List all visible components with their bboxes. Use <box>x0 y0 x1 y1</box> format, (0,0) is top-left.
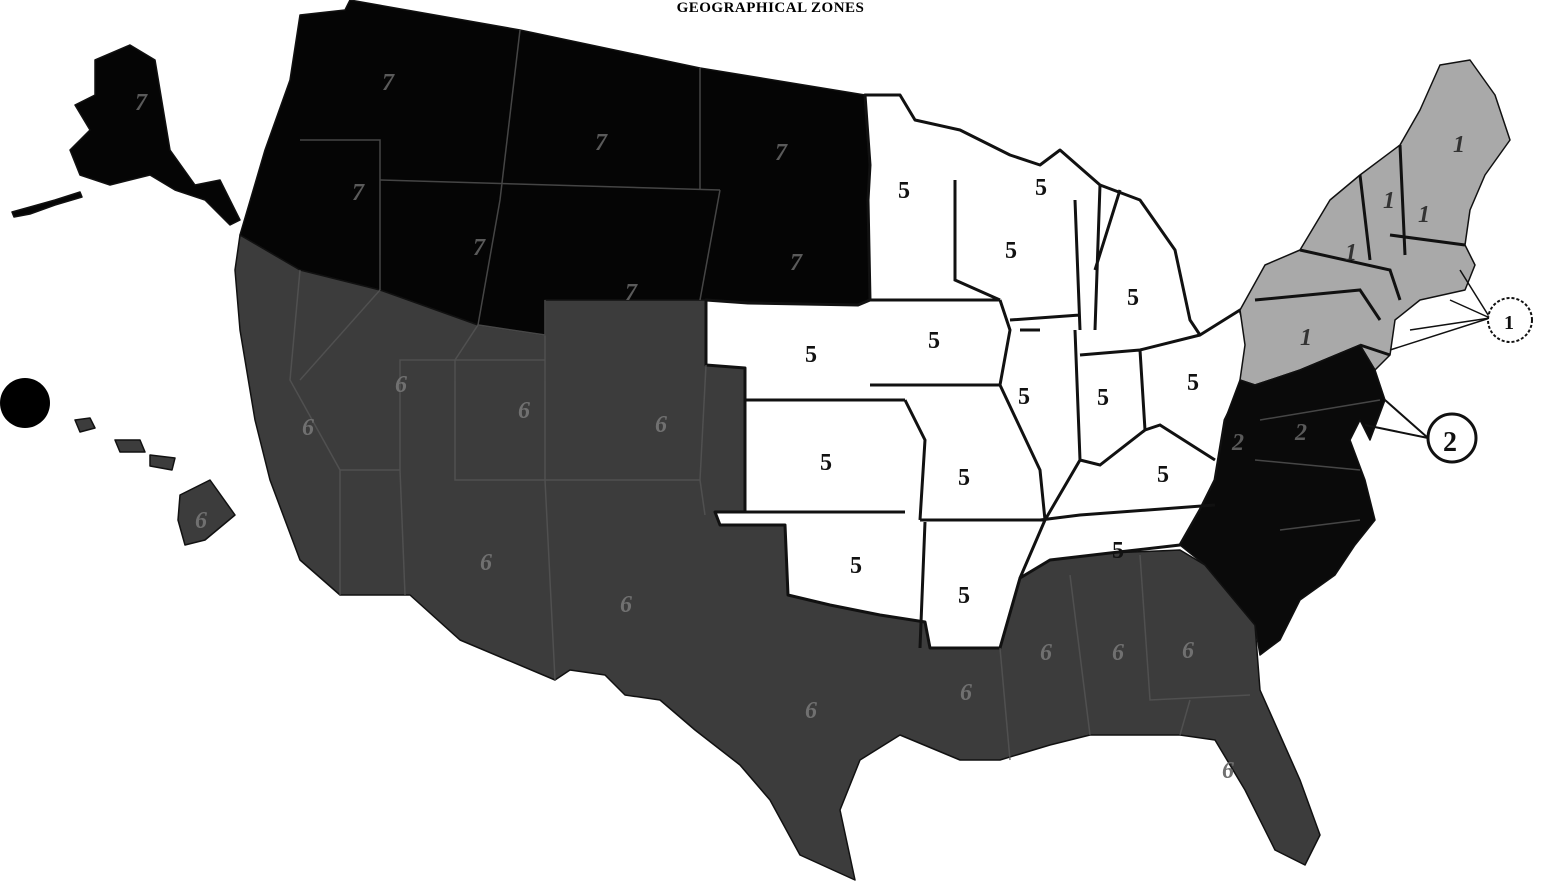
zone-5-label: 5 <box>820 450 832 476</box>
zone-1-callout <box>1389 269 1533 351</box>
zone-1-label: 1 <box>1418 202 1430 228</box>
zone-2-label: 2 <box>1294 420 1307 446</box>
zone-6-label: 6 <box>1222 758 1234 784</box>
zone-5-label: 5 <box>1187 370 1199 396</box>
zone-7-label: 7 <box>382 70 395 96</box>
zone-1-label: 1 <box>1300 325 1312 351</box>
zone-2-callout <box>1364 399 1478 464</box>
zone-labels: 7 7 7 7 7 7 7 7 6 6 6 6 6 6 6 6 6 6 6 6 … <box>135 70 1514 784</box>
zone-5-label: 5 <box>850 553 862 579</box>
state-borders-dark <box>289 29 1381 761</box>
zone-5-label: 5 <box>1157 462 1169 488</box>
zone-5-label: 5 <box>898 178 910 204</box>
zone-7-label: 7 <box>352 180 365 206</box>
zone-5-label: 5 <box>1005 238 1017 264</box>
zone-6-label: 6 <box>480 550 492 576</box>
zone-5-label: 5 <box>1097 385 1109 411</box>
zone-7-label: 7 <box>473 235 486 261</box>
zone-6-label: 6 <box>655 412 667 438</box>
texture-overlay <box>230 230 1330 890</box>
zone-7-aleutians <box>11 191 83 218</box>
zone-5-label: 5 <box>958 583 970 609</box>
zone-6-label: 6 <box>518 398 530 424</box>
zone-6-label: 6 <box>1182 638 1194 664</box>
zone-7-label: 7 <box>775 140 788 166</box>
zone-2-label: 2 <box>1231 430 1244 456</box>
zone-6-label: 6 <box>620 592 632 618</box>
zone-6-label: 6 <box>395 372 407 398</box>
zone-1-label: 1 <box>1453 132 1465 158</box>
zone-7-label: 7 <box>595 130 608 156</box>
zone-1-callout-label: 1 <box>1504 312 1514 334</box>
zone-5-label: 5 <box>805 342 817 368</box>
zone-6-label: 6 <box>1112 640 1124 666</box>
zone-5-label: 5 <box>958 465 970 491</box>
zone-7-alaska <box>69 44 241 226</box>
zone-6-label: 6 <box>805 698 817 724</box>
zone-5-label: 5 <box>1112 538 1124 564</box>
zone-6-label: 6 <box>1040 640 1052 666</box>
zone-1-label: 1 <box>1383 188 1395 214</box>
zone-1-label: 1 <box>1345 240 1357 266</box>
zone-6-label: 6 <box>302 415 314 441</box>
zone-7-label: 7 <box>790 250 803 276</box>
zone-7-label: 7 <box>135 90 148 116</box>
zone-5-label: 5 <box>1127 285 1139 311</box>
page-title: GEOGRAPHICAL ZONES <box>676 0 865 16</box>
zone-6-hawaii-marker <box>0 378 50 428</box>
zone-5-label: 5 <box>928 328 940 354</box>
zone-2-region <box>1179 344 1386 656</box>
zone-6-hawaii-islands <box>74 417 236 546</box>
zone-6-label: 6 <box>195 508 207 534</box>
zone-7-label: 7 <box>625 280 638 306</box>
zone-6-label: 6 <box>960 680 972 706</box>
zone-5-label: 5 <box>1018 384 1030 410</box>
state-borders <box>715 144 1466 649</box>
zone-5-label: 5 <box>1035 175 1047 201</box>
zone-2-callout-label: 2 <box>1443 427 1457 458</box>
